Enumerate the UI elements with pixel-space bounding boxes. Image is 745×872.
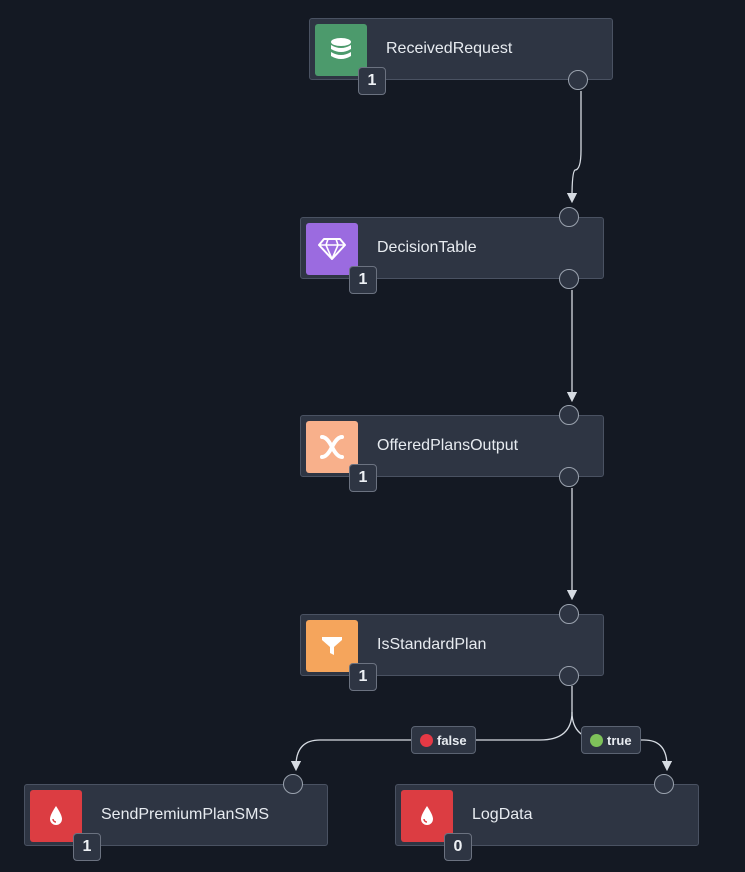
node-label: IsStandardPlan xyxy=(377,636,487,653)
node-send-premium-plan-sms[interactable]: SendPremiumPlanSMS 1 xyxy=(24,774,328,861)
node-is-standard-plan[interactable]: IsStandardPlan 1 xyxy=(300,604,604,691)
node-label: LogData xyxy=(472,806,533,823)
node-count-badge: 1 xyxy=(358,67,386,95)
node-received-request[interactable]: ReceivedRequest 1 xyxy=(309,18,613,95)
node-count-badge: 1 xyxy=(349,663,377,691)
output-port[interactable] xyxy=(559,467,579,487)
input-port[interactable] xyxy=(654,774,674,794)
node-label: DecisionTable xyxy=(377,239,477,256)
node-count-badge: 1 xyxy=(349,266,377,294)
input-port[interactable] xyxy=(283,774,303,794)
edge-label-false[interactable]: false xyxy=(411,726,476,754)
edge-isstandard-false xyxy=(290,686,573,772)
node-label: OfferedPlansOutput xyxy=(377,437,519,454)
input-port[interactable] xyxy=(559,207,579,227)
node-label: ReceivedRequest xyxy=(386,40,513,57)
output-port[interactable] xyxy=(568,70,588,90)
node-label: SendPremiumPlanSMS xyxy=(101,806,270,823)
edge-label-text: true xyxy=(607,732,632,748)
output-port[interactable] xyxy=(559,269,579,289)
true-dot-icon xyxy=(590,733,603,747)
edge-received-to-decision xyxy=(566,91,582,204)
output-port[interactable] xyxy=(559,666,579,686)
edge-label-true[interactable]: true xyxy=(581,726,641,754)
node-count-badge: 1 xyxy=(73,833,101,861)
node-decision-table[interactable]: DecisionTable 1 xyxy=(300,207,604,294)
node-count-badge: 1 xyxy=(349,464,377,492)
false-dot-icon xyxy=(420,733,433,747)
input-port[interactable] xyxy=(559,405,579,425)
input-port[interactable] xyxy=(559,604,579,624)
node-count-badge: 0 xyxy=(444,833,472,861)
node-offered-plans-output[interactable]: OfferedPlansOutput 1 xyxy=(300,405,604,492)
node-log-data[interactable]: LogData 0 xyxy=(395,774,699,861)
edge-label-text: false xyxy=(437,732,467,748)
